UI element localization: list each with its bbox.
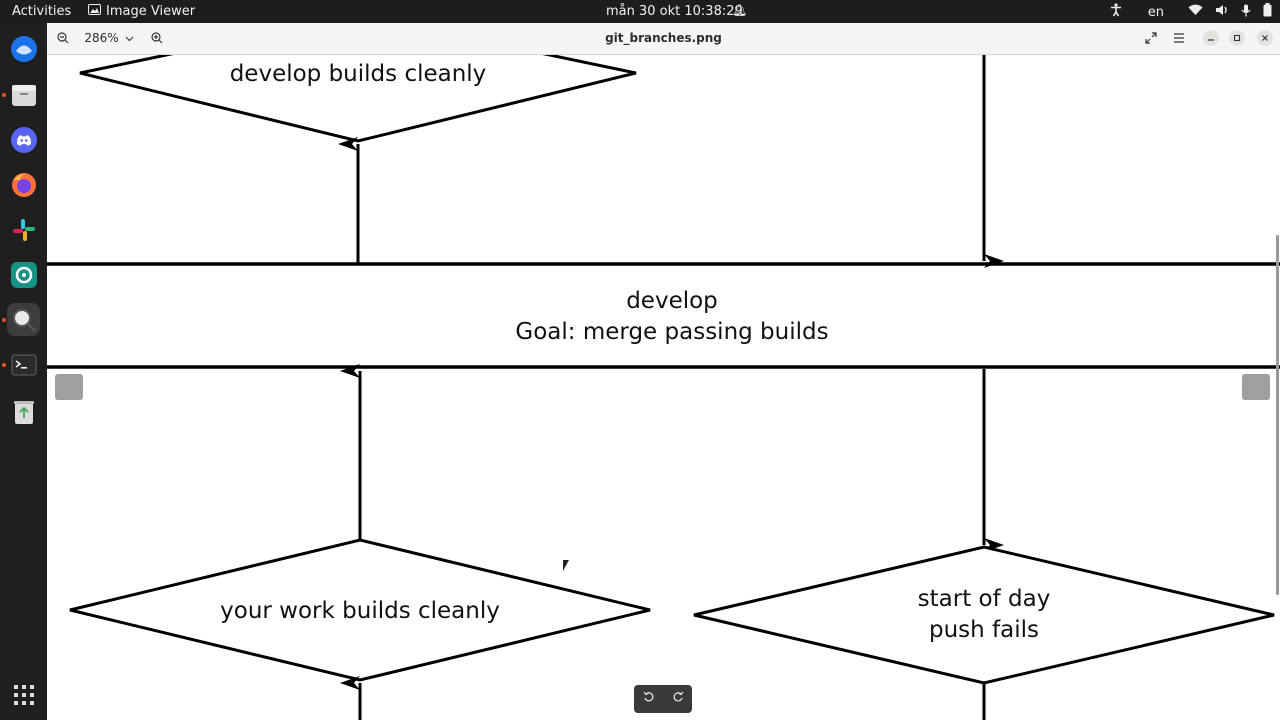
activities-button[interactable]: Activities	[12, 4, 72, 19]
top-bar: Activities Image Viewer mån 30 okt 10:38…	[0, 0, 1280, 23]
right-diamond-label-line2: push fails	[929, 617, 1039, 643]
files-icon[interactable]	[7, 78, 40, 111]
close-button[interactable]	[1257, 30, 1273, 46]
microphone-icon[interactable]	[1241, 4, 1251, 21]
app-menu[interactable]: Image Viewer	[88, 4, 195, 19]
app-grid-icon[interactable]	[7, 678, 40, 711]
clock[interactable]: mån 30 okt 10:38:29	[606, 4, 743, 19]
thunderbird-icon[interactable]	[7, 32, 40, 65]
system-tray[interactable]: en	[1110, 3, 1272, 21]
image-viewer-small-icon	[88, 4, 101, 19]
top-diamond-label: develop builds cleanly	[230, 61, 487, 87]
next-image-button[interactable]	[1242, 374, 1270, 400]
previous-image-button[interactable]	[55, 374, 83, 400]
minimize-button[interactable]	[1203, 30, 1219, 46]
discord-icon[interactable]	[7, 123, 40, 156]
rotate-right-icon[interactable]	[672, 691, 684, 707]
zoom-level: 286%	[84, 31, 119, 45]
flowchart-image: develop builds cleanly develop Goal: mer…	[47, 55, 1280, 720]
notification-bell-icon: 🔔︎	[732, 3, 748, 17]
main-menu-button[interactable]	[1168, 28, 1190, 48]
band-label-line2: Goal: merge passing builds	[515, 319, 828, 345]
firefox-icon[interactable]	[7, 168, 40, 201]
zoom-in-button[interactable]	[146, 28, 168, 48]
trash-icon[interactable]	[7, 395, 40, 428]
window-title: git_branches.png	[605, 31, 722, 45]
right-diamond-label-line1: start of day	[918, 586, 1051, 612]
terminal-icon[interactable]	[7, 348, 40, 381]
left-diamond-label: your work builds cleanly	[220, 598, 500, 624]
chevron-down-icon	[125, 31, 134, 45]
slack-icon[interactable]	[7, 213, 40, 246]
left-diamond-shape	[69, 538, 651, 682]
right-diamond-shape	[693, 545, 1275, 685]
header-bar: 286% git_branches.png	[47, 23, 1280, 55]
fullscreen-button[interactable]	[1140, 28, 1162, 48]
battery-icon[interactable]	[1263, 3, 1272, 21]
rotate-left-icon[interactable]	[642, 691, 655, 707]
mouse-cursor	[563, 560, 573, 571]
band-label-line1: develop	[626, 288, 718, 314]
dock	[0, 23, 47, 720]
volume-icon[interactable]	[1215, 4, 1229, 20]
gitkraken-icon[interactable]	[7, 258, 40, 291]
accessibility-icon[interactable]	[1110, 3, 1122, 21]
files-running-indicator	[2, 93, 6, 97]
terminal-running-indicator	[2, 363, 6, 367]
zoom-out-button[interactable]	[52, 28, 74, 48]
rotate-toolbar	[634, 685, 692, 713]
zoom-level-dropdown[interactable]: 286%	[75, 27, 143, 49]
language-indicator[interactable]: en	[1147, 4, 1164, 20]
image-viewer-icon[interactable]	[7, 303, 40, 336]
image-viewer-running-indicator	[2, 318, 6, 322]
top-diamond-shape	[79, 55, 637, 143]
vertical-scrollbar[interactable]	[1276, 235, 1279, 595]
app-name: Image Viewer	[106, 4, 196, 19]
image-canvas[interactable]: develop builds cleanly develop Goal: mer…	[47, 55, 1280, 720]
image-viewer-window: 286% git_branches.png	[47, 23, 1280, 720]
wifi-icon[interactable]	[1188, 4, 1203, 20]
maximize-button[interactable]	[1229, 30, 1245, 46]
